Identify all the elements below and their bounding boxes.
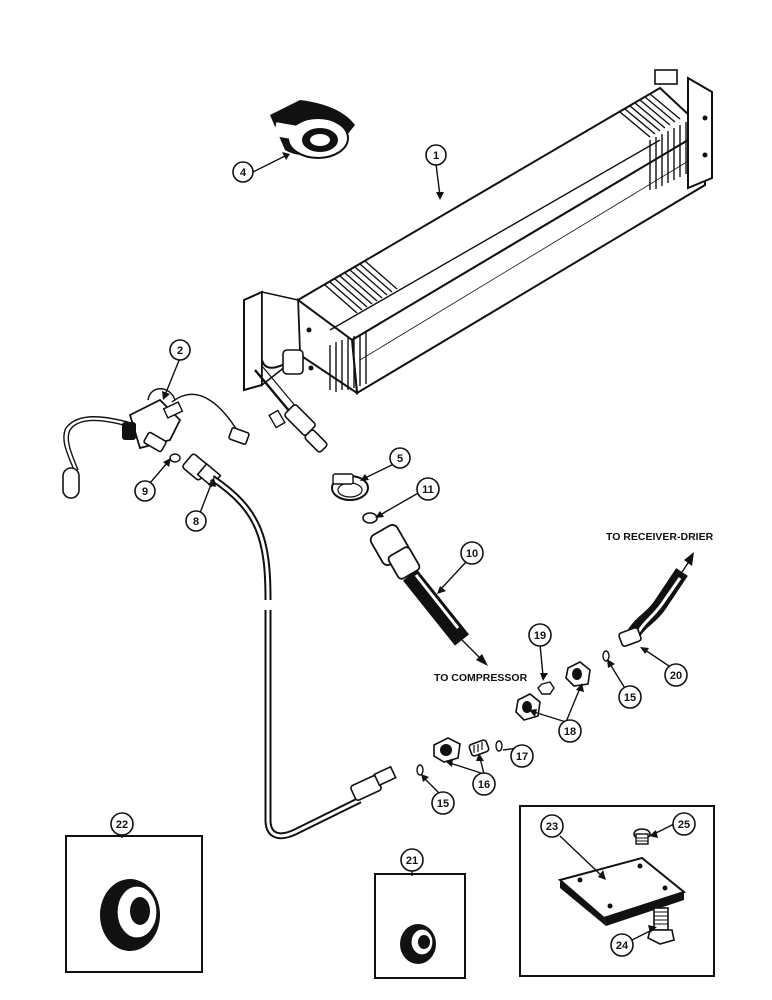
callout-2: 2 [169,339,191,361]
callout-5: 5 [389,447,411,469]
svg-text:10: 10 [466,548,478,560]
callout-24: 24 [610,933,634,957]
fitting-icon [433,737,490,763]
callout-1: 1 [425,144,447,166]
o-ring-icon [602,650,610,662]
screw-icon [633,828,651,845]
expansion-valve-icon [62,388,250,499]
liquid-hose-icon [182,453,397,840]
cover-plate-icon [557,856,687,926]
svg-text:9: 9 [142,486,148,498]
svg-text:4: 4 [240,167,247,179]
callout-25: 25 [672,812,696,836]
to-compressor-note: TO COMPRESSOR [434,672,528,684]
svg-text:22: 22 [116,819,128,831]
evaporator-core-icon [243,69,713,453]
grommet-icon [100,879,160,951]
svg-text:2: 2 [177,345,183,357]
callout-17: 17 [510,744,534,768]
callout-20: 20 [664,663,688,687]
callout-18: 18 [558,719,582,743]
callout-22: 22 [110,812,134,836]
svg-text:16: 16 [478,779,490,791]
svg-text:23: 23 [546,821,558,833]
hose-fitting-icon [618,552,694,647]
callout-15b: 15 [431,791,455,815]
svg-text:15: 15 [437,798,449,810]
svg-text:18: 18 [564,726,576,738]
svg-text:20: 20 [670,670,682,682]
fitting-icon [515,661,591,721]
grommet-box-22 [65,835,203,973]
svg-text:15: 15 [624,692,636,704]
svg-text:17: 17 [516,751,528,763]
callout-21: 21 [400,848,424,872]
o-ring-icon [362,512,378,524]
callout-19: 19 [528,623,552,647]
callout-4: 4 [232,161,254,183]
callout-10: 10 [460,541,484,565]
callout-16: 16 [472,772,496,796]
to-receiver-drier-note: TO RECEIVER-DRIER [606,531,714,543]
svg-text:5: 5 [397,453,403,465]
svg-text:19: 19 [534,630,546,642]
svg-text:1: 1 [433,150,439,162]
callout-23: 23 [540,814,564,838]
suction-hose-icon [369,524,488,666]
bolt-icon [647,907,675,945]
leader-lines [121,152,675,941]
o-ring-icon [495,740,503,752]
o-ring-icon [169,453,181,463]
svg-text:11: 11 [422,484,434,496]
callout-8: 8 [185,510,207,532]
svg-text:24: 24 [616,940,629,952]
o-ring-icon [416,764,424,776]
hose-clamp-icon [331,473,369,501]
svg-text:8: 8 [193,516,199,528]
callout-9: 9 [134,480,156,502]
grommet-icon [400,924,436,964]
nut-icon [537,681,555,695]
callout-15a: 15 [618,685,642,709]
svg-text:21: 21 [406,855,418,867]
callout-11: 11 [416,477,440,501]
insulation-tape-icon [270,100,355,159]
grommet-box-21 [374,873,466,979]
svg-text:25: 25 [678,819,690,831]
